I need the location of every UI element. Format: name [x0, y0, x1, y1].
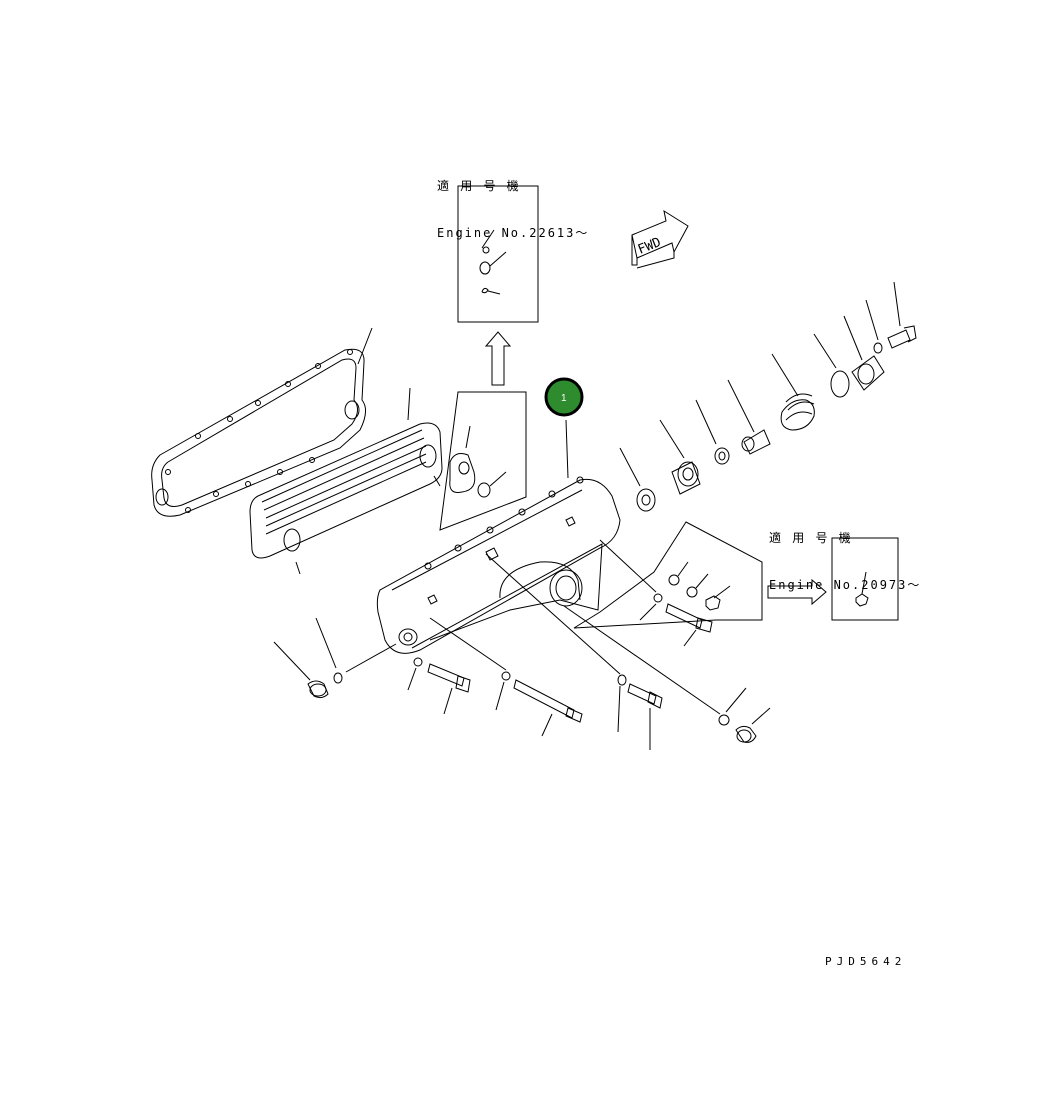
- applicability-note-top: 適 用 号 機 Engine No.22613～: [437, 149, 589, 255]
- arrow-up-icon: [486, 332, 510, 385]
- bypass-valve-parts: [620, 282, 916, 511]
- gasket-part: [152, 328, 372, 516]
- applicability-note-top-engine: Engine No.22613～: [437, 226, 590, 240]
- fwd-arrow-icon: [632, 211, 688, 268]
- drawing-code: PJD5642: [825, 955, 907, 968]
- detail-box-top: [458, 186, 538, 322]
- arrow-right-icon: [768, 580, 826, 604]
- bolts-and-washers: [274, 540, 770, 750]
- oil-cooler-cover-part: [377, 420, 620, 653]
- callout-balloon: 1: [546, 379, 582, 415]
- applicability-note-right-heading: 適 用 号 機: [769, 531, 853, 545]
- applicability-note-right: 適 用 号 機 Engine No.20973～: [769, 501, 921, 607]
- detail-box-middle: [440, 392, 526, 530]
- applicability-note-top-heading: 適 用 号 機: [437, 179, 521, 193]
- callout-number: 1: [561, 393, 567, 404]
- fwd-label: FWD: [636, 235, 664, 258]
- applicability-note-right-engine: Engine No.20973～: [769, 578, 922, 592]
- detail-box-right: [574, 522, 898, 628]
- oil-cooler-element-part: [250, 388, 442, 574]
